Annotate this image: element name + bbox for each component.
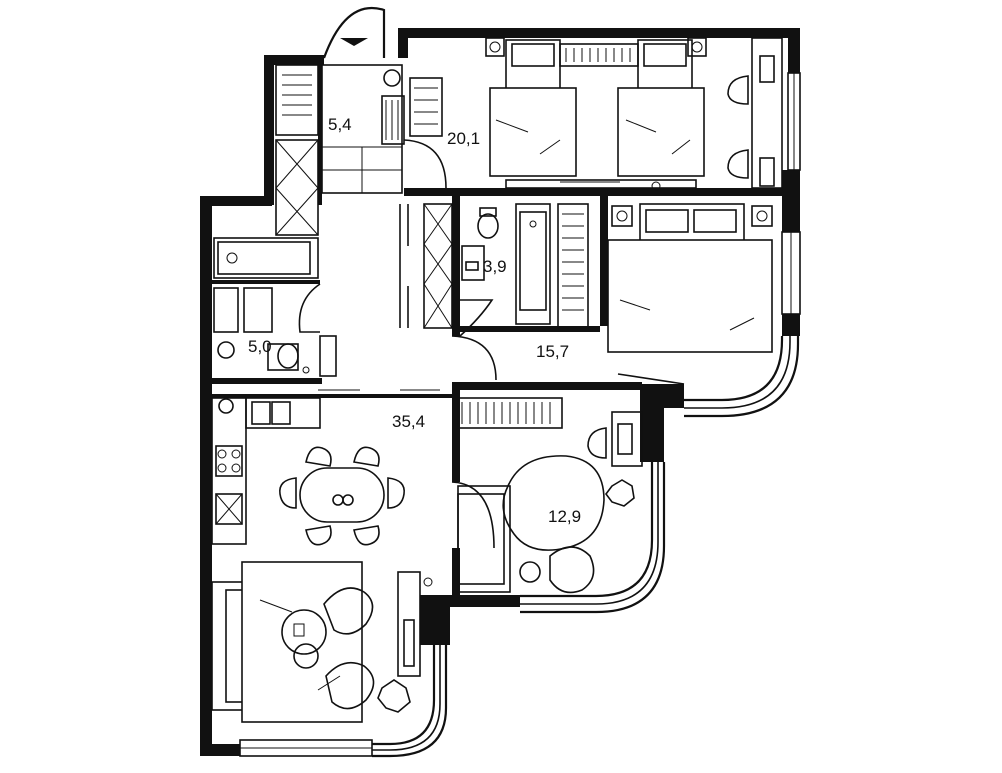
master-bedroom-furniture [607,203,773,353]
area-label-bedroom-twin: 20,1 [447,129,481,148]
area-label-study: 12,9 [548,507,582,526]
interior-walls [212,55,782,598]
twin-bedroom-furniture [485,37,783,191]
windows [239,6,801,758]
entrance-hall-fixtures [275,64,443,236]
area-label-bedroom-master: 15,7 [536,342,570,361]
living-furniture [211,561,433,723]
area-label-living-kitchen: 35,4 [392,412,426,431]
kitchen-fixtures [211,397,321,545]
corridor-wardrobe [399,203,453,329]
area-label-hall-small: 5,4 [328,115,352,134]
dining-furniture [279,446,405,546]
area-label-wc: 3,9 [483,257,507,276]
door-swings [298,139,685,549]
bath-right-fixtures [515,203,589,329]
outer-walls [200,28,800,756]
bath-left-fixtures [213,237,337,377]
study-furniture [457,397,643,594]
wc-fixtures [461,207,499,281]
area-label-bathroom: 5,0 [248,337,272,356]
